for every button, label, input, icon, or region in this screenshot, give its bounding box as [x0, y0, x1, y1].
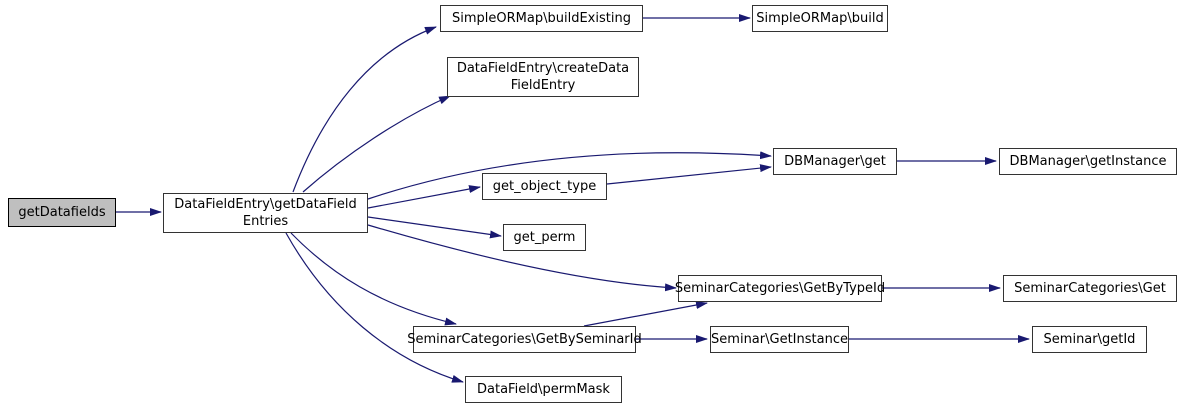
edge-getDataFieldEntries-to-permMask: [285, 232, 464, 383]
node-getdatafields[interactable]: getDatafields: [8, 198, 116, 227]
node-datafieldentry-createdatafieldentry[interactable]: DataFieldEntry\createData FieldEntry: [447, 57, 639, 97]
edge-getDataFieldEntries-to-DBManager-get: [367, 151, 772, 200]
node-dbmanager-getinstance[interactable]: DBManager\getInstance: [999, 148, 1177, 175]
node-get-object-type[interactable]: get_object_type: [482, 173, 607, 200]
node-get-perm[interactable]: get_perm: [503, 224, 586, 251]
node-dbmanager-get[interactable]: DBManager\get: [773, 148, 897, 175]
edge-getDataFieldEntries-to-get_perm: [367, 216, 502, 239]
edge-get_object_type-to-DBManager-get: [606, 164, 772, 185]
node-simpleormap-buildexisting[interactable]: SimpleORMap\buildExisting: [440, 5, 643, 32]
edge-getDataFieldEntries-to-buildExisting: [292, 26, 437, 193]
node-seminarcategories-getbyseminarid[interactable]: SeminarCategories\GetBySeminarId: [407, 326, 642, 353]
edge-getDataFieldEntries-to-createDataFieldEntry: [302, 95, 451, 193]
edge-GetBySeminarId-to-GetByTypeId: [583, 301, 708, 327]
node-seminarcategories-getbytypeid[interactable]: SeminarCategories\GetByTypeId: [675, 275, 885, 302]
edge-getDataFieldEntries-to-get_object_type: [367, 185, 481, 209]
node-simpleormap-build[interactable]: SimpleORMap\build: [752, 5, 888, 32]
node-seminarcategories-get[interactable]: SeminarCategories\Get: [1003, 275, 1177, 302]
node-datafield-permmask[interactable]: DataField\permMask: [465, 376, 622, 403]
edge-getDataFieldEntries-to-GetBySeminarId: [290, 232, 457, 326]
node-seminar-getid[interactable]: Seminar\getId: [1032, 326, 1147, 353]
edge-getDataFieldEntries-to-GetByTypeId: [367, 224, 677, 292]
node-seminar-getinstance[interactable]: Seminar\GetInstance: [710, 326, 849, 353]
node-datafieldentry-getdatafieldentries[interactable]: DataFieldEntry\getDataField Entries: [163, 193, 368, 233]
